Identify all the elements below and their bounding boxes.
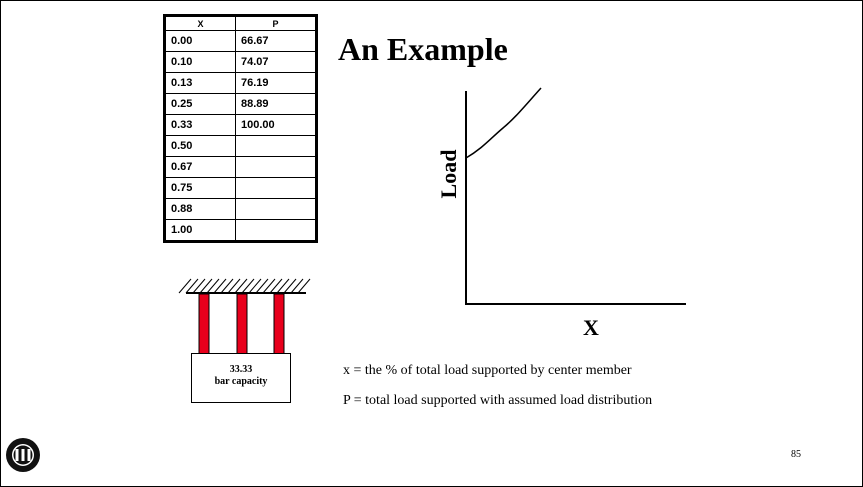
table-row: 0.67	[165, 156, 316, 178]
cell-x: 0.33	[165, 114, 236, 136]
cell-p	[235, 135, 316, 157]
table-row: 0.75	[165, 177, 316, 199]
bar-right	[273, 293, 285, 357]
cell-p: 74.07	[235, 51, 316, 73]
page-title: An Example	[338, 31, 508, 67]
header-p: P	[235, 16, 316, 31]
cell-p: 76.19	[235, 72, 316, 94]
load-graph	[465, 87, 686, 305]
bar-center	[236, 293, 248, 357]
support-structure	[178, 278, 311, 357]
cell-x: 0.75	[165, 177, 236, 199]
caption-x-definition: x = the % of total load supported by cen…	[343, 363, 632, 378]
cell-p: 66.67	[235, 30, 316, 52]
load-curve	[465, 87, 542, 159]
page-number: 85	[791, 449, 801, 460]
cell-x: 0.10	[165, 51, 236, 73]
caption-p-definition: P = total load supported with assumed lo…	[343, 393, 653, 408]
table-row: 0.88	[165, 198, 316, 220]
header-x: X	[165, 16, 236, 31]
cell-p	[235, 156, 316, 178]
table-header-row: X P	[165, 16, 316, 31]
bar-capacity-value: 33.33	[229, 364, 253, 375]
cell-x: 0.25	[165, 93, 236, 115]
cell-x: 0.67	[165, 156, 236, 178]
y-axis-label: Load	[436, 149, 461, 199]
aisc-logo-icon	[6, 438, 40, 472]
x-axis-label: X	[583, 315, 599, 340]
cell-p	[235, 177, 316, 199]
table-row: 1.00	[165, 219, 316, 241]
cell-x: 1.00	[165, 219, 236, 241]
bar-capacity-label: bar capacity	[214, 376, 268, 387]
cell-p	[235, 198, 316, 220]
cell-x: 0.50	[165, 135, 236, 157]
bar-capacity-box: 33.33 bar capacity	[191, 353, 291, 403]
cell-p	[235, 219, 316, 241]
cell-x: 0.88	[165, 198, 236, 220]
cell-x: 0.13	[165, 72, 236, 94]
cell-p: 88.89	[235, 93, 316, 115]
bar-left	[198, 293, 210, 357]
cell-x: 0.00	[165, 30, 236, 52]
cell-p: 100.00	[235, 114, 316, 136]
table-row: 0.50	[165, 135, 316, 157]
